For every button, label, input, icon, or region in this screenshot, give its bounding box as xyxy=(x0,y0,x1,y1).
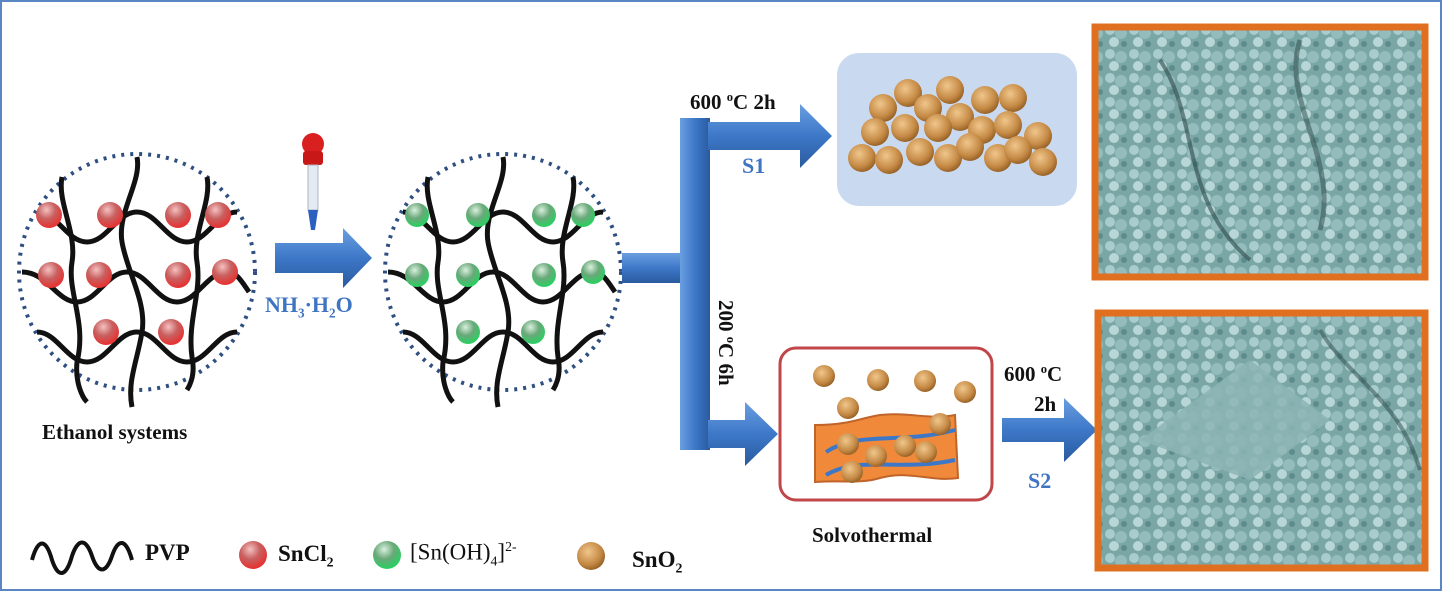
anneal-condition-line2: 2h xyxy=(1034,392,1057,416)
legend-icons xyxy=(30,540,605,575)
temp-value: 600 xyxy=(690,90,727,114)
arrow-1 xyxy=(275,228,372,288)
branch-bottom-condition: 200 oC 6h xyxy=(713,300,738,386)
sample-s1-label: S1 xyxy=(742,153,766,178)
temp-rest: C 6h xyxy=(714,343,738,386)
reagent-o: O xyxy=(335,292,353,317)
formula-sub: 4 xyxy=(490,553,498,569)
temp-rest: C xyxy=(1047,362,1063,386)
reagent-label: NH3·H2O xyxy=(265,292,353,321)
solvothermal-vessel xyxy=(778,346,994,502)
temp-value: 200 xyxy=(714,300,738,337)
formula-sub: 2 xyxy=(675,560,683,576)
pvp-wavy-icon xyxy=(30,540,134,575)
solvothermal-label: Solvothermal xyxy=(812,523,933,547)
formula-text: SnO xyxy=(632,547,676,572)
sn-hydroxide-sphere-icon xyxy=(373,541,401,569)
degree: o xyxy=(1040,362,1048,376)
anneal-condition-line1: 600 oC xyxy=(1004,362,1062,387)
branch-top-condition: 600 oC 2h xyxy=(690,90,776,115)
reagent-sub3: 3 xyxy=(298,305,305,321)
reagent-nh: NH xyxy=(265,292,298,317)
legend-sn-hydroxide-label: [Sn(OH)4]2- xyxy=(410,539,517,569)
sncl2-particles xyxy=(36,202,238,345)
temp-rest: C 2h xyxy=(733,90,776,114)
degree: o xyxy=(726,90,734,104)
temp-value: 600 xyxy=(1004,362,1041,386)
s1-sno2-cluster xyxy=(837,53,1077,206)
dropper-icon xyxy=(302,133,324,230)
reagent-h: ·H xyxy=(304,292,330,317)
branch-arrows xyxy=(622,104,1097,466)
reagent-sub2: 2 xyxy=(329,305,336,321)
sn-hydroxide-particles xyxy=(405,203,605,344)
ethanol-systems-label: Ethanol systems xyxy=(42,420,188,444)
sem-image-s1 xyxy=(1091,23,1429,281)
ethanol-system-network xyxy=(17,152,257,407)
sample-s2-label: S2 xyxy=(1028,468,1052,493)
legend-pvp-label: PVP xyxy=(145,540,190,565)
legend-sncl2-label: SnCl2 xyxy=(278,541,334,571)
sem-image-s2 xyxy=(1094,309,1429,572)
legend-sno2-label: SnO2 xyxy=(632,547,682,577)
formula-text: SnCl xyxy=(278,541,327,566)
sno2-sphere-icon xyxy=(577,542,605,570)
formula-bracket: ] xyxy=(497,539,506,565)
sncl2-sphere-icon xyxy=(239,541,267,569)
formula-text: [Sn(OH) xyxy=(410,539,491,565)
formula-sup: 2- xyxy=(505,539,517,554)
formula-sub: 2 xyxy=(326,554,334,570)
sn-hydroxide-network xyxy=(383,152,623,407)
